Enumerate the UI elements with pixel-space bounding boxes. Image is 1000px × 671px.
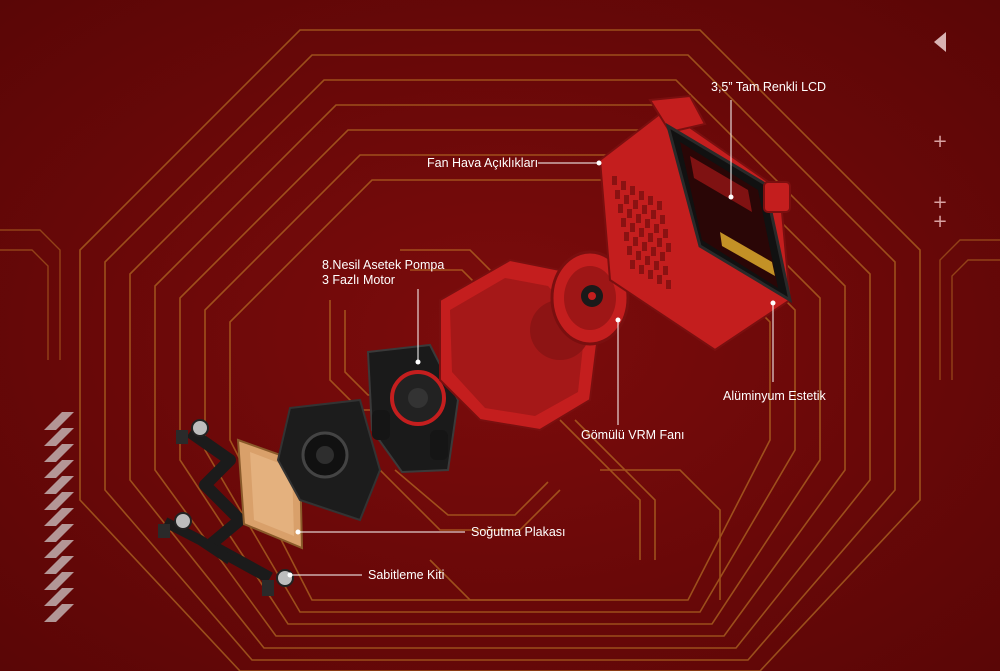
vent-slot: [642, 242, 647, 251]
vent-slot: [639, 191, 644, 200]
callout-pump: 8.Nesil Asetek Pompa 3 Fazlı Motor: [322, 258, 444, 288]
callout-pump-line1: 8.Nesil Asetek Pompa: [322, 258, 445, 272]
callout-lcd-text: 3,5” Tam Renkli LCD: [711, 80, 827, 94]
callout-aluminum: Alüminyum Estetik: [723, 389, 826, 404]
vent-slot: [627, 246, 632, 255]
callout-cold-plate-text: Soğutma Plakası: [471, 525, 566, 539]
vent-slot: [621, 218, 626, 227]
vent-slot: [615, 190, 620, 199]
callout-lcd: 3,5” Tam Renkli LCD: [711, 80, 826, 95]
vent-slot: [657, 201, 662, 210]
triangle-left-icon[interactable]: [932, 30, 948, 54]
vent-slot: [663, 229, 668, 238]
vent-slot: [630, 186, 635, 195]
vent-slot: [654, 261, 659, 270]
vent-slot: [639, 265, 644, 274]
callout-vrm-fan-text: Gömülü VRM Fanı: [581, 428, 685, 442]
vent-slot: [618, 204, 623, 213]
vent-slot: [624, 232, 629, 241]
callout-mount-kit-text: Sabitleme Kiti: [368, 568, 445, 582]
callout-aluminum-text: Alüminyum Estetik: [723, 389, 826, 403]
vent-slot: [627, 209, 632, 218]
vent-slot: [612, 176, 617, 185]
callout-pump-line2: 3 Fazlı Motor: [322, 273, 395, 287]
callout-fan-vents-text: Fan Hava Açıklıkları: [427, 156, 539, 170]
vent-slot: [630, 223, 635, 232]
callout-mount-kit: Sabitleme Kiti: [368, 568, 444, 583]
vent-slot: [666, 243, 671, 252]
vent-slot: [633, 200, 638, 209]
vent-slot: [621, 181, 626, 190]
vent-slot: [660, 215, 665, 224]
vent-slot: [663, 266, 668, 275]
vent-slot: [624, 195, 629, 204]
vent-slot: [651, 247, 656, 256]
vent-slot: [642, 205, 647, 214]
vent-slot: [639, 228, 644, 237]
vent-slot: [654, 224, 659, 233]
vent-slot: [651, 210, 656, 219]
lcd-housing-illustration: [598, 94, 793, 352]
vent-slot: [648, 233, 653, 242]
callout-cold-plate: Soğutma Plakası: [471, 525, 566, 540]
plus-icon[interactable]: +: [932, 192, 948, 213]
vent-slot: [666, 280, 671, 289]
plus-icon[interactable]: +: [932, 211, 948, 232]
vrm-fan-illustration: [550, 250, 630, 346]
vent-slot: [648, 270, 653, 279]
vent-slot: [636, 251, 641, 260]
vent-slot: [657, 275, 662, 284]
callout-vrm-fan: Gömülü VRM Fanı: [581, 428, 685, 443]
vent-slot: [645, 219, 650, 228]
mounting-kit-illustration: [158, 419, 294, 596]
plus-icon[interactable]: +: [932, 131, 948, 152]
vent-slot: [645, 256, 650, 265]
vent-slot: [648, 196, 653, 205]
vent-slot: [633, 237, 638, 246]
vent-slot: [660, 252, 665, 261]
vent-slot: [636, 214, 641, 223]
pump-housing-illustration: [276, 343, 460, 522]
callout-fan-vents: Fan Hava Açıklıkları: [427, 156, 538, 171]
vent-slot: [630, 260, 635, 269]
vent-slot: [657, 238, 662, 247]
